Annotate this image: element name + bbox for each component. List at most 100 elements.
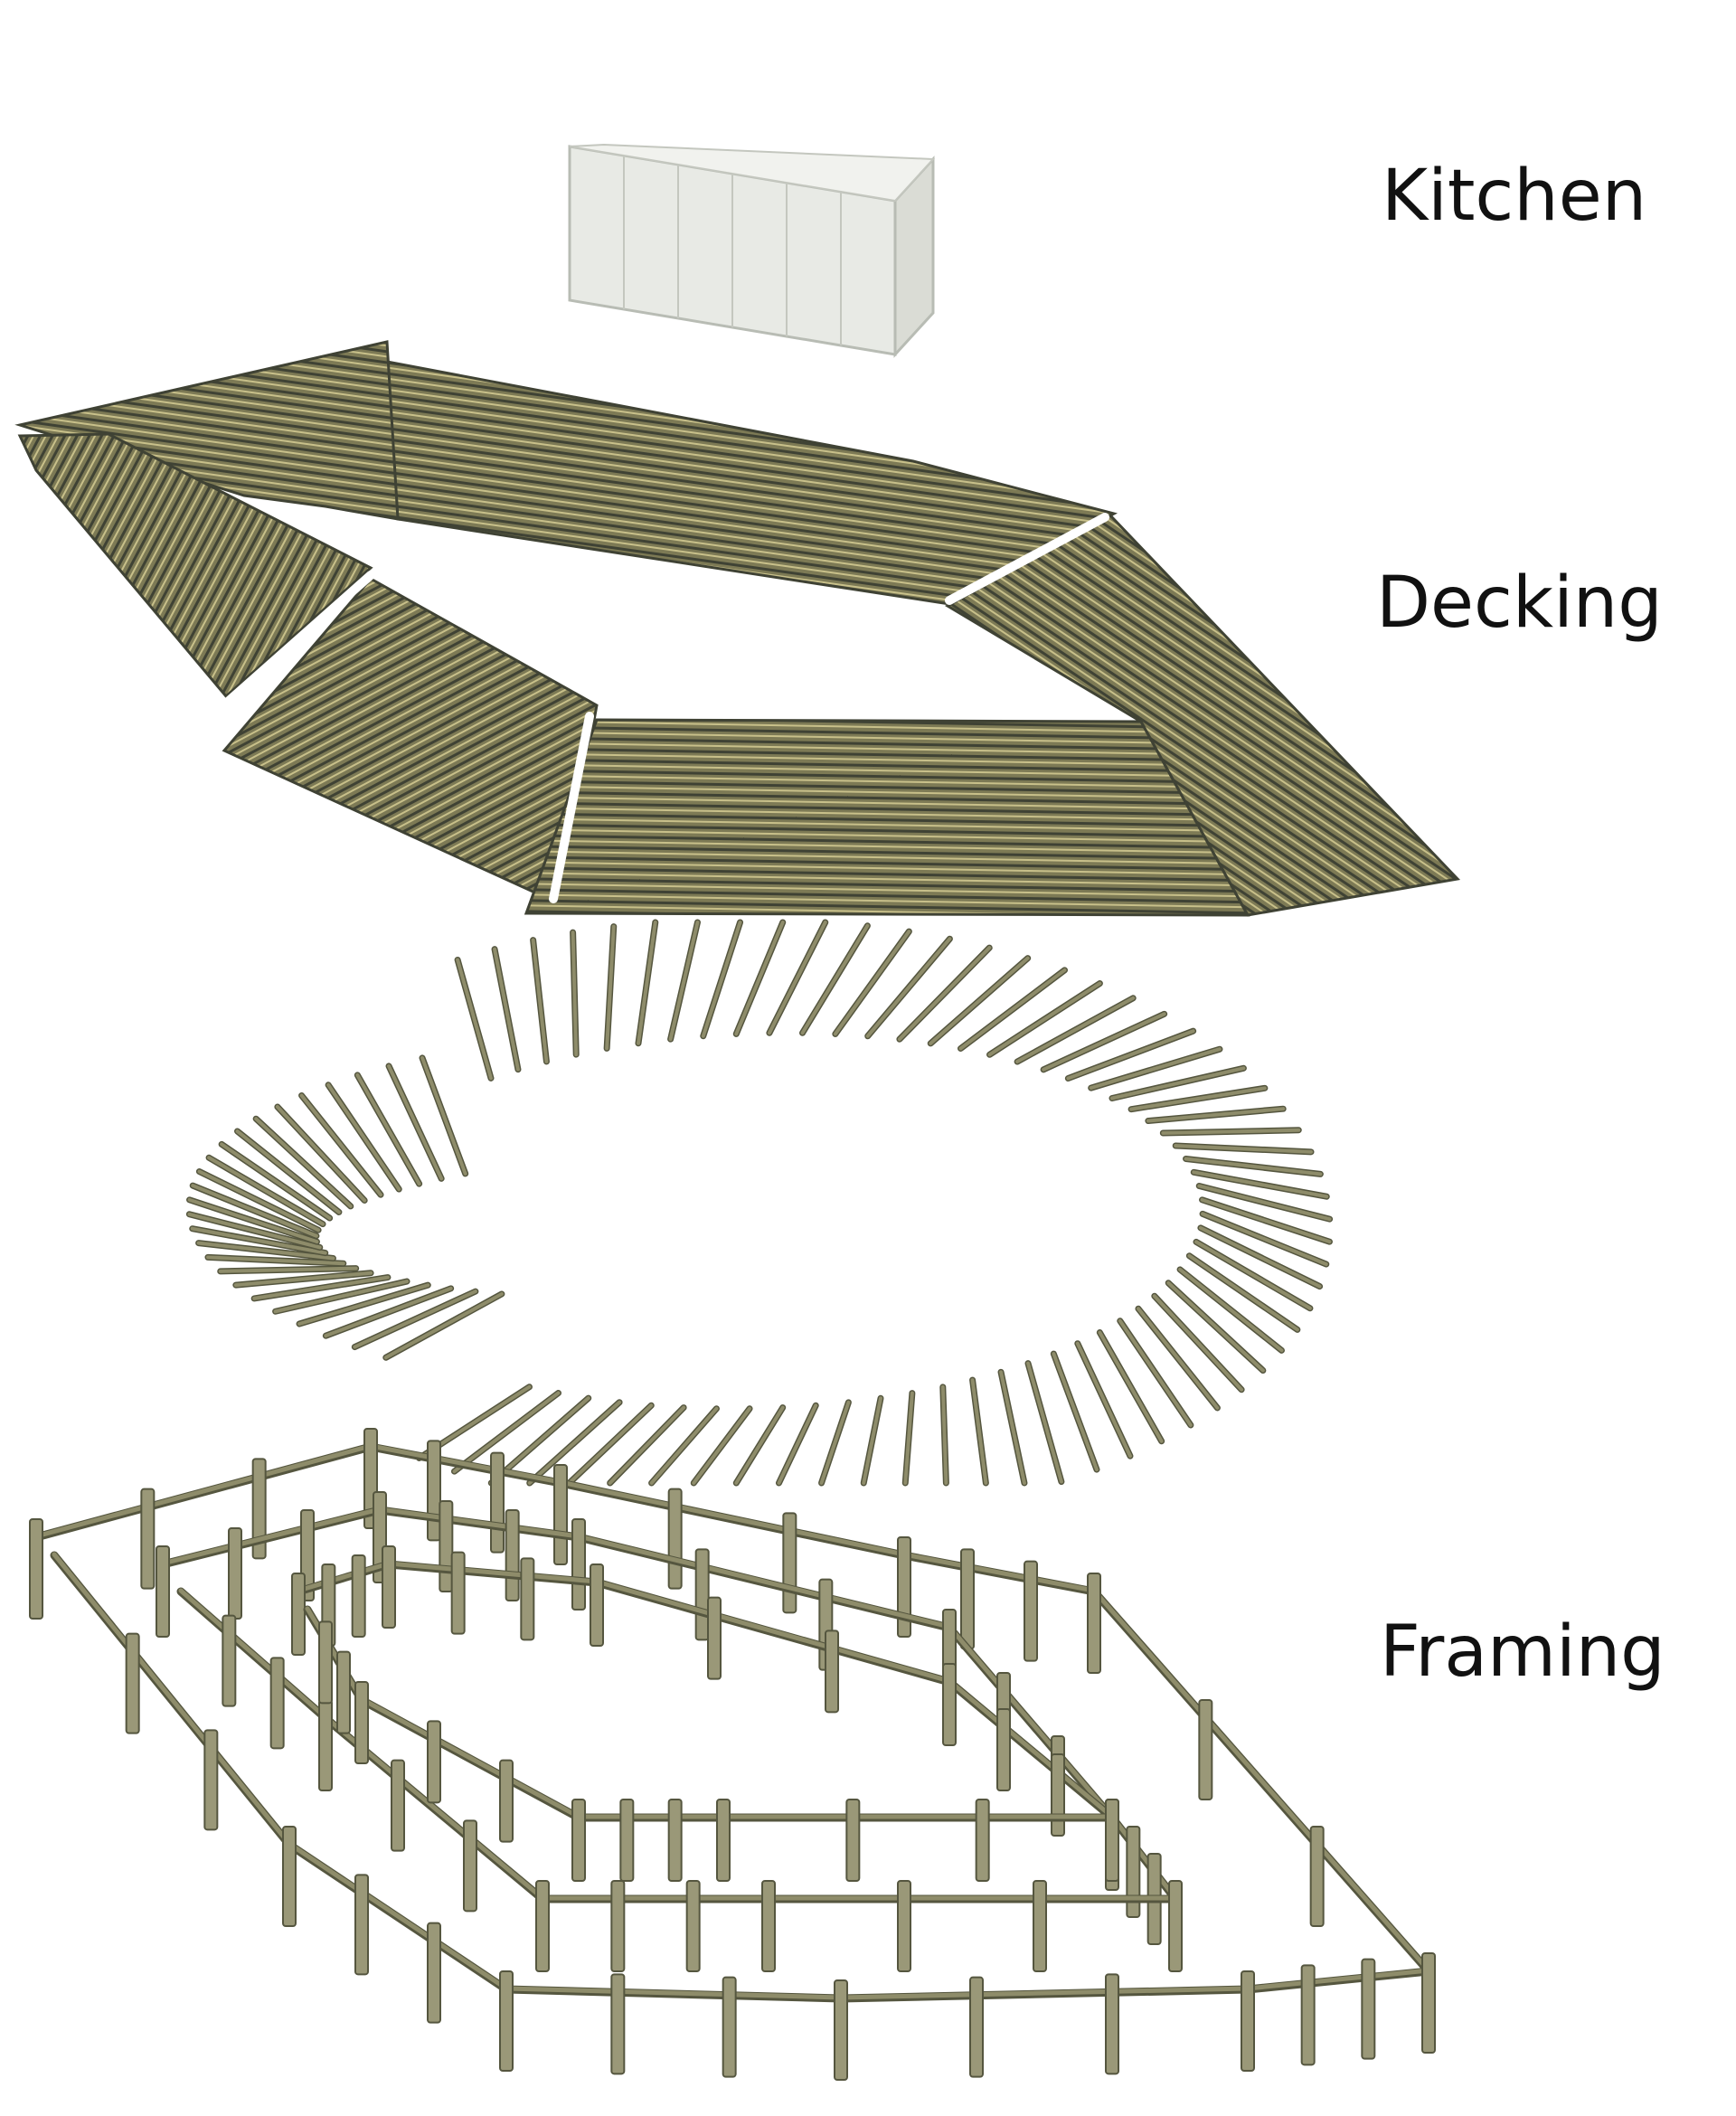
joist-board-highlight [218, 1266, 358, 1273]
post-and-beam-frame [29, 1428, 1436, 2081]
deck-panel-left [17, 432, 373, 699]
frame-post [825, 1630, 839, 1714]
joist-board-highlight [1098, 1330, 1164, 1443]
joist-board-highlight [190, 1226, 327, 1255]
frame-post [590, 1563, 604, 1647]
frame-beam-highlight [947, 1624, 1115, 1819]
joist-board-highlight [1136, 1307, 1220, 1410]
joist-board-highlight [1152, 1294, 1244, 1392]
joist-board-highlight [833, 930, 911, 1036]
joist-board-highlight [608, 1405, 686, 1485]
frame-beam-highlight [947, 1678, 1115, 1819]
frame-post [427, 1440, 441, 1542]
joist-board-highlight [940, 1384, 948, 1485]
frame-post [1087, 1573, 1101, 1674]
joist-board-highlight [1166, 1280, 1265, 1373]
joist-board-highlight [777, 1403, 818, 1485]
joist-board-highlight [252, 1275, 390, 1300]
joist-board-highlight [187, 1212, 322, 1250]
joist-board-highlight [1042, 1012, 1166, 1072]
joist-board-highlight [1015, 996, 1136, 1064]
frame-post [1105, 1973, 1119, 2075]
frame-post [499, 1759, 514, 1843]
joist-board-highlight [1194, 1240, 1312, 1310]
frame-beam-highlight [33, 1443, 373, 1539]
joist-board-highlight [493, 947, 520, 1072]
joist-board-highlight [1161, 1128, 1301, 1135]
joist-board-highlight [865, 937, 952, 1038]
frame-beam-highlight [178, 1588, 328, 1720]
joist-board-highlight [1089, 1047, 1222, 1091]
joist-board-highlight [452, 1391, 561, 1474]
frame-post [571, 1799, 586, 1882]
frame-post [1241, 1970, 1255, 2072]
frame-beam-highlight [377, 1507, 581, 1539]
frame-beam-highlight [386, 1561, 599, 1584]
joist-board-highlight [456, 958, 493, 1081]
frame-post [203, 1729, 219, 1831]
label-kitchen: Kitchen [1382, 156, 1647, 237]
frame-post [1309, 1826, 1325, 1927]
joist-board-highlight [767, 921, 827, 1035]
frame-post [834, 1979, 848, 2081]
joist-board-highlight [636, 921, 657, 1045]
joist-board-highlight [999, 1370, 1026, 1485]
frame-post [996, 1708, 1011, 1791]
frame-beam-highlight [838, 1986, 1250, 2000]
frame-post [29, 1518, 43, 1620]
joist-board-highlight [233, 1271, 373, 1288]
frame-post [427, 1720, 441, 1804]
joist-board-highlight [196, 1241, 335, 1261]
joist-board-highlight [862, 1396, 883, 1485]
joist-board-highlight [701, 921, 742, 1038]
frame-post [228, 1527, 242, 1620]
joist-board-highlight [1200, 1197, 1332, 1244]
frame-post [610, 1880, 626, 1972]
joist-board-highlight [207, 1156, 326, 1226]
frame-post [1105, 1799, 1119, 1882]
joist-board-highlight [1197, 1184, 1332, 1222]
frame-beam-highlight [305, 1606, 364, 1702]
frame-post [960, 1548, 975, 1650]
frame-post [318, 1620, 333, 1705]
frame-post [354, 1874, 369, 1976]
joist-board-highlight [1184, 1157, 1323, 1176]
joist-board-highlight [383, 1291, 504, 1360]
frame-post [610, 1973, 626, 2075]
frame-post [667, 1799, 683, 1882]
frame-post [490, 1451, 505, 1554]
frame-post [391, 1759, 405, 1852]
joist-board-highlight [235, 1129, 341, 1214]
frame-post [354, 1681, 369, 1764]
frame-post [1126, 1826, 1141, 1918]
joist-board-highlight [191, 1184, 318, 1238]
frame-post [969, 1976, 984, 2078]
joist-board-highlight [734, 921, 785, 1036]
joist-board-highlight [929, 956, 1030, 1045]
frame-beam-highlight [287, 1841, 509, 1991]
frame-beam-highlight [296, 1561, 392, 1593]
frame-post [535, 1880, 550, 1972]
frame-beam-highlight [359, 1696, 581, 1819]
frame-post [351, 1554, 366, 1638]
frame-post [336, 1650, 351, 1734]
frame-post [156, 1545, 170, 1638]
deck-panel-bottom [524, 718, 1250, 917]
joist-board-highlight [1075, 1341, 1132, 1459]
frame-post [716, 1799, 731, 1882]
frame-post [707, 1596, 722, 1680]
joist-board-highlight [903, 1391, 914, 1485]
joist-board-highlight [571, 930, 579, 1057]
frame-post [619, 1799, 635, 1882]
joist-board-highlight [205, 1255, 345, 1266]
frame-post [427, 1922, 441, 2024]
frame-beam-highlight [901, 1552, 1097, 1593]
joist-board-highlight [324, 1286, 453, 1338]
joist-board-highlight [273, 1280, 410, 1314]
frame-post [269, 1657, 285, 1750]
deck-panel-gaps [223, 513, 1109, 903]
frame-post [845, 1799, 861, 1882]
joist-board-highlight [187, 1197, 319, 1244]
frame-beam-highlight [1109, 1814, 1178, 1901]
frame-post [291, 1573, 306, 1656]
